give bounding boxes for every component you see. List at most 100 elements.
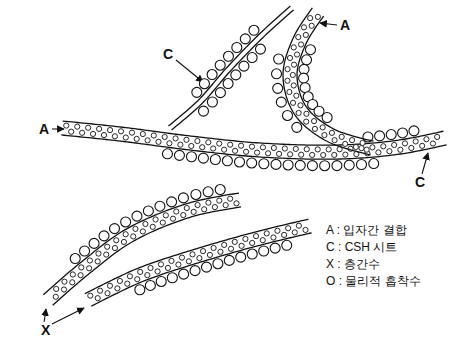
interlayer-water	[287, 55, 292, 60]
interlayer-water	[221, 147, 226, 152]
interlayer-water	[312, 126, 317, 131]
interlayer-water	[218, 249, 223, 254]
interlayer-water	[206, 200, 211, 205]
interlayer-water	[435, 134, 440, 139]
interlayer-water	[140, 229, 145, 234]
interlayer-water	[181, 212, 186, 217]
interlayer-water	[228, 246, 233, 251]
interlayer-water	[129, 130, 134, 135]
leader-line	[320, 23, 337, 25]
sheet-band-edge	[91, 233, 311, 306]
interlayer-water	[107, 283, 112, 288]
interlayer-water	[387, 149, 392, 154]
leader-line	[176, 60, 203, 82]
interlayer-water	[413, 139, 418, 144]
guide-path	[48, 200, 240, 300]
interlayer-water	[260, 238, 265, 243]
interlayer-water	[135, 277, 140, 282]
interlayer-water	[343, 141, 348, 146]
adsorbed-water	[320, 161, 330, 171]
interlayer-water	[150, 224, 155, 229]
interlayer-water	[125, 281, 130, 286]
interlayer-water	[101, 132, 106, 137]
interlayer-water	[275, 228, 280, 233]
adsorbed-water	[270, 243, 280, 253]
adsorbed-water	[167, 197, 177, 207]
interlayer-water	[115, 286, 120, 291]
adsorbed-water	[255, 44, 265, 54]
adsorbed-water	[282, 110, 292, 120]
interlayer-water	[296, 34, 301, 39]
adsorbed-water	[224, 255, 234, 265]
csh-sheet-line	[168, 6, 290, 126]
interlayer-water	[239, 243, 244, 248]
interlayer-water	[264, 231, 269, 236]
interlayer-water	[298, 42, 303, 47]
interlayer-water	[232, 239, 237, 244]
interlayer-water	[155, 269, 160, 274]
adsorbed-water	[135, 285, 145, 295]
interlayer-water	[131, 234, 136, 239]
adsorbed-water	[274, 54, 284, 64]
adsorbed-water	[344, 160, 354, 170]
interlayer-water	[78, 273, 83, 278]
interlayer-water	[75, 124, 80, 129]
callout-letter: A	[339, 17, 351, 33]
interlayer-water	[107, 127, 112, 132]
adsorbed-water	[156, 276, 166, 286]
adsorbed-water	[409, 126, 419, 136]
interlayer-water	[167, 141, 172, 146]
interlayer-water	[402, 141, 407, 146]
interlayer-water	[184, 137, 189, 142]
adsorbed-water	[192, 87, 202, 97]
interlayer-water	[200, 145, 205, 150]
adsorbed-water	[271, 159, 281, 169]
interlayer-water	[326, 147, 331, 152]
interlayer-water	[211, 245, 216, 250]
interlayer-water	[321, 152, 326, 157]
interlayer-water	[409, 145, 414, 150]
adsorbed-water	[203, 187, 213, 197]
interlayer-water	[299, 152, 304, 157]
adsorbed-water	[295, 160, 305, 170]
interlayer-water	[260, 145, 265, 150]
interlayer-water	[304, 111, 309, 116]
interlayer-water	[265, 151, 270, 156]
interlayer-water	[424, 137, 429, 142]
sheet-band-edge	[43, 193, 239, 295]
interlayer-water	[70, 280, 75, 285]
interlayer-water	[97, 288, 102, 293]
guide-path	[62, 128, 445, 152]
interlayer-water	[360, 140, 365, 145]
adsorbed-water	[386, 130, 396, 140]
interlayer-water	[206, 140, 211, 145]
adsorbed-water	[369, 159, 379, 169]
legend-entry: X : 층간수	[326, 256, 421, 273]
interlayer-water	[286, 226, 291, 231]
interlayer-water	[392, 142, 397, 147]
adsorbed-water	[215, 185, 225, 195]
interlayer-water	[179, 255, 184, 260]
interlayer-water	[62, 279, 67, 284]
interlayer-water	[86, 125, 91, 130]
adsorbed-water	[110, 224, 120, 234]
adsorbed-water	[322, 112, 332, 122]
interlayer-water	[253, 234, 258, 239]
adsorbed-water	[259, 246, 269, 256]
sheet-band-edge	[297, 16, 373, 141]
interlayer-water	[292, 230, 297, 235]
interlayer-water	[281, 232, 286, 237]
interlayer-water	[184, 205, 189, 210]
sheet-band-edge	[283, 8, 370, 155]
interlayer-water	[276, 151, 281, 156]
interlayer-water	[332, 152, 337, 157]
adsorbed-water	[299, 73, 309, 83]
interlayer-water	[162, 134, 167, 139]
adsorbed-water	[282, 240, 292, 250]
interlayer-water	[285, 67, 290, 72]
interlayer-water	[228, 142, 233, 147]
interlayer-water	[232, 148, 237, 153]
interlayer-water	[160, 220, 165, 225]
adsorbed-water	[239, 61, 249, 71]
